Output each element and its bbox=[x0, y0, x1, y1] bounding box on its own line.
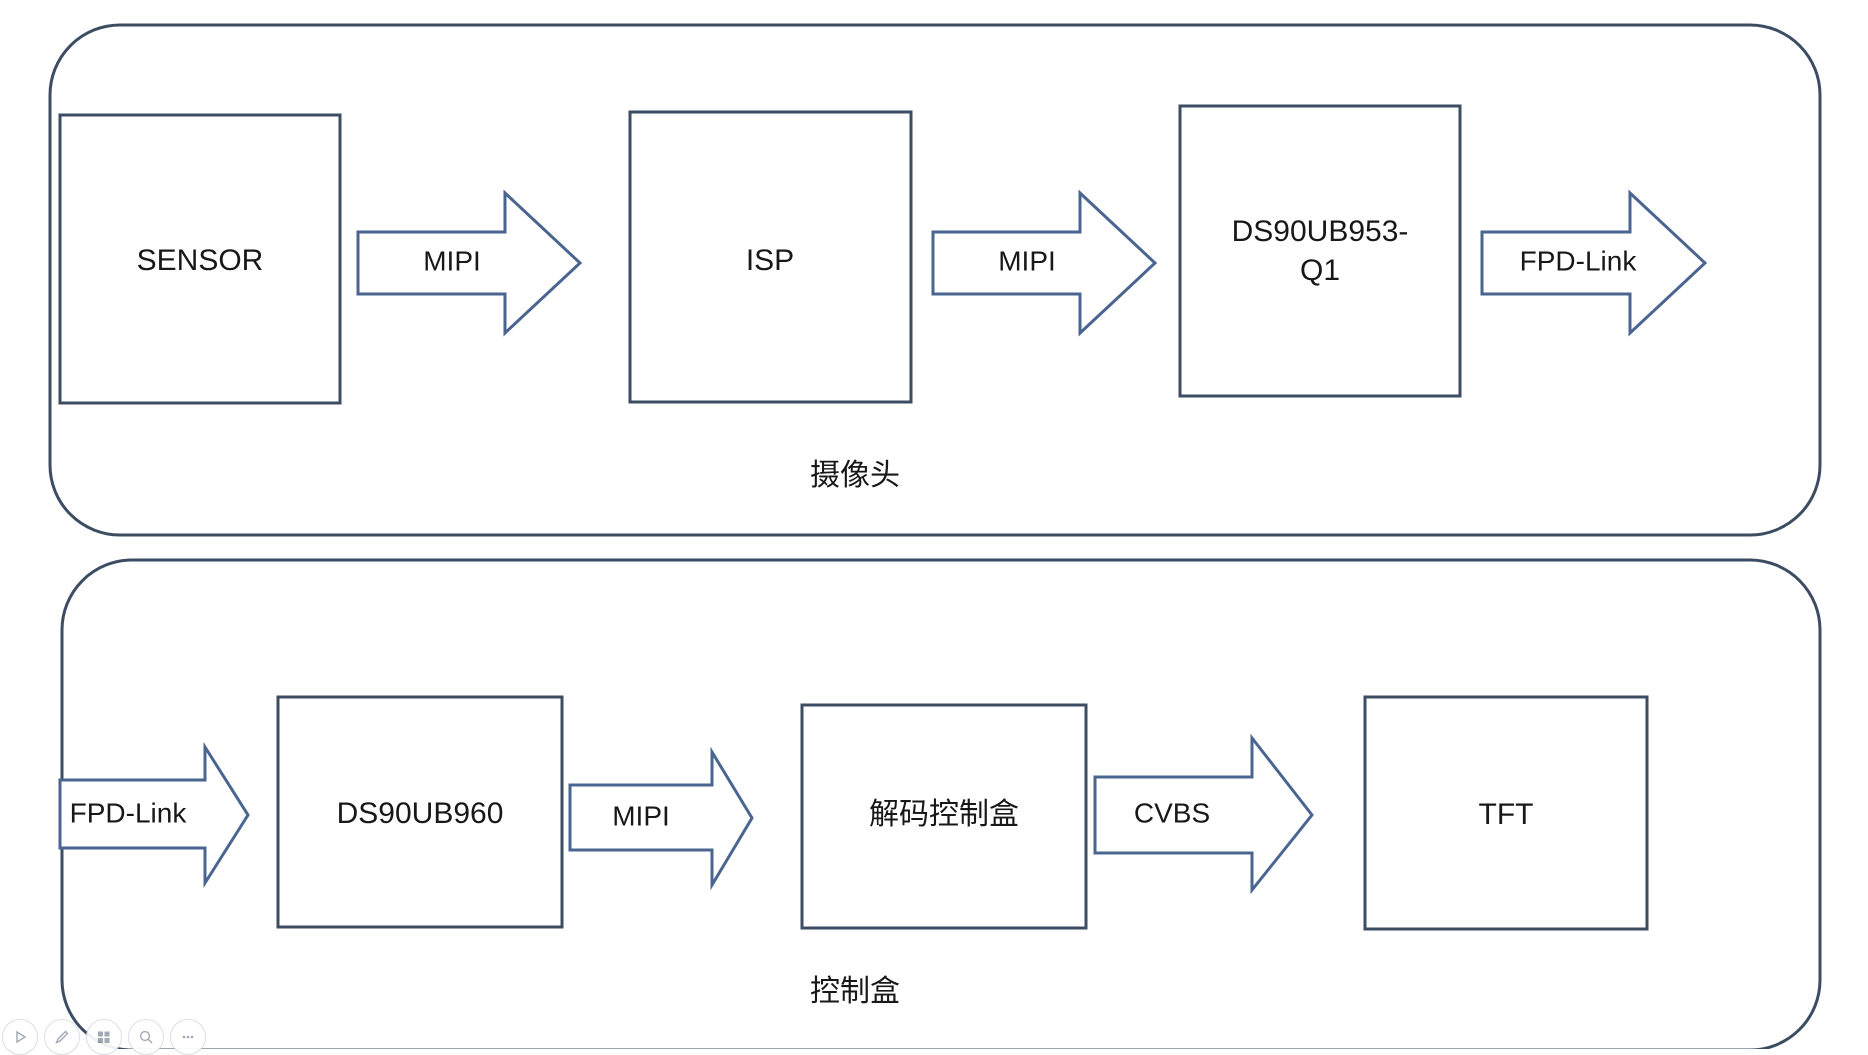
arrow-decoder-to-tft-label: CVBS bbox=[1134, 797, 1210, 828]
arrow-isp-to-ds90ub953q1[interactable]: MIPI bbox=[931, 189, 1158, 337]
pen-icon bbox=[55, 1030, 69, 1044]
arrow-ds90ub953q1-out-label: FPD-Link bbox=[1520, 245, 1638, 276]
node-ds90ub953q1-box bbox=[1178, 104, 1462, 398]
node-sensor-box bbox=[58, 113, 342, 405]
arrow-isp-to-ds90ub953q1-shape bbox=[931, 189, 1158, 337]
node-decoder-label: 解码控制盒 bbox=[869, 798, 1019, 831]
node-ds90ub960-label: DS90UB960 bbox=[337, 797, 504, 830]
arrow-in-to-ds90ub960-shape bbox=[58, 741, 250, 889]
arrow-sensor-to-isp[interactable]: MIPI bbox=[356, 189, 583, 337]
group-camera-outline bbox=[48, 23, 1822, 537]
layout-button[interactable] bbox=[86, 1019, 122, 1055]
group-camera[interactable]: SENSOR MIPI ISP MIPI DS90UB953- Q1 bbox=[48, 23, 1822, 537]
arrow-ds90ub953q1-out[interactable]: FPD-Link bbox=[1480, 189, 1708, 337]
node-ds90ub953q1-label-line1: DS90UB953- bbox=[1232, 215, 1409, 248]
node-ds90ub960-box bbox=[276, 695, 564, 929]
arrow-sensor-to-isp-label: MIPI bbox=[423, 245, 481, 276]
arrow-sensor-to-isp-shape bbox=[356, 189, 583, 337]
group-camera-label: 摄像头 bbox=[810, 459, 900, 492]
node-tft-label: TFT bbox=[1479, 798, 1534, 831]
node-ds90ub960[interactable]: DS90UB960 bbox=[276, 695, 564, 929]
bottom-toolbar[interactable] bbox=[0, 1019, 206, 1055]
group-controlbox[interactable]: FPD-Link DS90UB960 MIPI 解码控制盒 CVBS bbox=[58, 558, 1822, 1049]
play-icon bbox=[16, 1030, 27, 1044]
zoom-button[interactable] bbox=[128, 1019, 164, 1055]
search-icon bbox=[139, 1030, 153, 1044]
arrow-in-to-ds90ub960[interactable]: FPD-Link bbox=[58, 741, 250, 889]
arrow-ds90ub960-to-decoder[interactable]: MIPI bbox=[568, 746, 754, 891]
node-tft[interactable]: TFT bbox=[1363, 695, 1649, 931]
arrow-ds90ub960-to-decoder-label: MIPI bbox=[612, 800, 670, 831]
node-ds90ub953q1-label-line2: Q1 bbox=[1300, 254, 1340, 287]
layout-icon bbox=[98, 1031, 110, 1043]
arrow-decoder-to-tft[interactable]: CVBS bbox=[1093, 733, 1314, 895]
arrow-in-to-ds90ub960-label: FPD-Link bbox=[70, 797, 188, 828]
node-decoder[interactable]: 解码控制盒 bbox=[800, 703, 1088, 930]
group-controlbox-label: 控制盒 bbox=[810, 975, 900, 1008]
more-icon bbox=[182, 1035, 194, 1039]
present-button[interactable] bbox=[2, 1019, 38, 1055]
node-isp[interactable]: ISP bbox=[628, 110, 913, 404]
node-tft-box bbox=[1363, 695, 1649, 931]
arrow-ds90ub953q1-out-shape bbox=[1480, 189, 1708, 337]
more-button[interactable] bbox=[170, 1019, 206, 1055]
edit-button[interactable] bbox=[44, 1019, 80, 1055]
arrow-isp-to-ds90ub953q1-label: MIPI bbox=[998, 245, 1056, 276]
node-ds90ub953q1[interactable]: DS90UB953- Q1 bbox=[1178, 104, 1462, 398]
node-decoder-box bbox=[800, 703, 1088, 930]
arrow-ds90ub960-to-decoder-shape bbox=[568, 746, 754, 891]
node-isp-box bbox=[628, 110, 913, 404]
node-sensor[interactable]: SENSOR bbox=[58, 113, 342, 405]
arrow-decoder-to-tft-shape bbox=[1093, 733, 1314, 895]
node-isp-label: ISP bbox=[746, 244, 794, 277]
node-sensor-label: SENSOR bbox=[137, 244, 264, 277]
